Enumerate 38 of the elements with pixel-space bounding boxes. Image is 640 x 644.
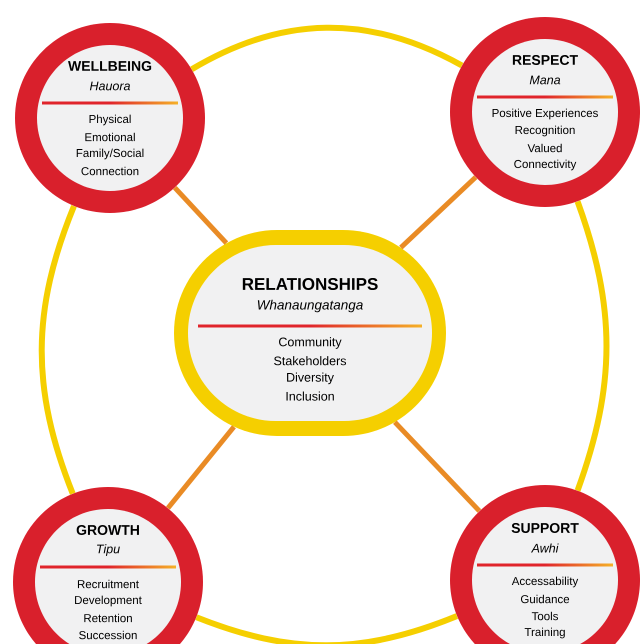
list-item: Stakeholders xyxy=(274,356,346,366)
list-item: Positive Experiences xyxy=(492,108,598,120)
list-item: Succession xyxy=(79,630,137,640)
heading: GROWTH xyxy=(76,525,139,535)
list-item: Connectivity xyxy=(514,160,576,170)
list-item: Retention xyxy=(84,614,132,622)
subheading: Tipu xyxy=(97,544,120,556)
list-item: Training xyxy=(524,628,565,638)
connector xyxy=(190,24,464,72)
list-item: Connection xyxy=(82,166,138,176)
list-item: Recruitment xyxy=(78,580,139,588)
connector xyxy=(166,425,236,510)
subheading: Whanaungatanga xyxy=(258,300,363,312)
list-item: Diversity xyxy=(287,372,334,384)
connector xyxy=(393,420,482,513)
list-item: Guidance xyxy=(520,594,570,604)
heading: SUPPORT xyxy=(512,523,579,533)
list-item: Community xyxy=(279,337,342,349)
connector xyxy=(38,205,77,495)
list-item: Valued xyxy=(528,144,562,152)
connector xyxy=(173,186,228,245)
list-item: Emotional xyxy=(85,132,135,142)
connector xyxy=(195,613,458,644)
list-item: Family/Social xyxy=(76,148,144,160)
heading: RELATIONSHIPS xyxy=(242,278,378,290)
subheading: Awhi xyxy=(530,543,559,553)
heading: WELLBEING xyxy=(68,61,152,71)
heading: RESPECT xyxy=(512,55,578,65)
list-item: Accessability xyxy=(512,576,578,588)
list-item: Tools xyxy=(532,612,558,620)
subheading: Mana xyxy=(530,76,560,84)
connector xyxy=(574,200,610,492)
list-item: Development xyxy=(75,596,142,606)
subheading: Hauora xyxy=(90,82,130,90)
list-item: Physical xyxy=(90,114,131,126)
list-item: Recognition xyxy=(516,126,575,136)
connector xyxy=(399,175,478,250)
list-item: Inclusion xyxy=(286,392,334,401)
